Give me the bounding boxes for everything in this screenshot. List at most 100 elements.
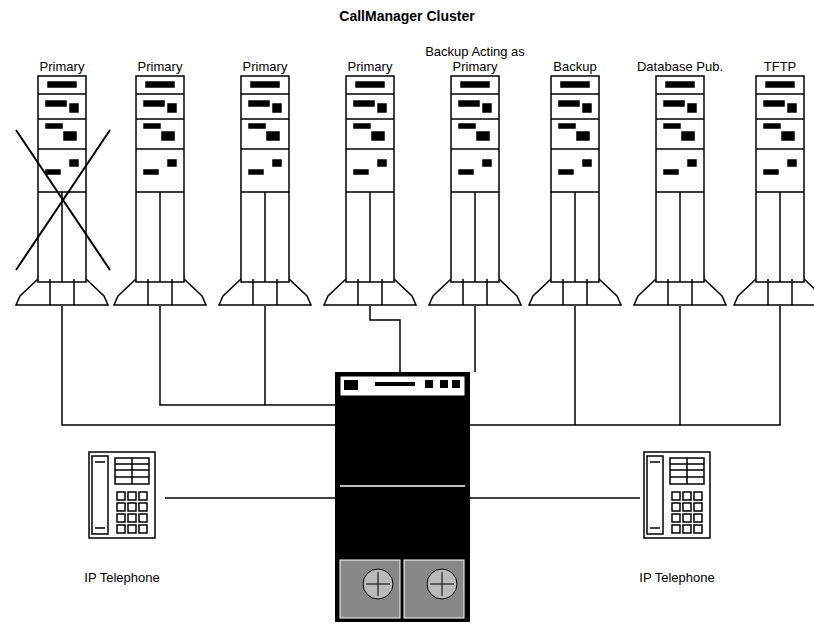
server-detail xyxy=(459,101,479,106)
server-detail xyxy=(461,82,489,87)
phone-display-line xyxy=(670,458,704,484)
switch-led xyxy=(440,380,448,388)
switch-led xyxy=(452,380,460,388)
server-base xyxy=(219,279,311,305)
server-detail xyxy=(459,124,475,128)
server-panel-line xyxy=(756,94,804,305)
server-detail xyxy=(162,132,174,140)
server-detail xyxy=(583,160,591,166)
server-node: TFTP xyxy=(730,30,814,308)
cable xyxy=(370,306,400,372)
phone-handset-line xyxy=(95,462,105,528)
server-detail xyxy=(483,160,491,166)
server-detail xyxy=(559,124,575,128)
switch-port xyxy=(375,382,415,386)
server-panel-line xyxy=(551,94,599,305)
phone-key xyxy=(694,492,702,500)
server-detail xyxy=(46,101,66,106)
server-detail xyxy=(577,132,589,140)
phone-key xyxy=(139,525,147,533)
phone-key xyxy=(694,514,702,522)
server-node: Backup xyxy=(525,30,625,308)
server-detail xyxy=(664,170,678,174)
server-panel-line xyxy=(38,94,86,305)
ip-phone-icon xyxy=(624,450,730,542)
server-detail xyxy=(267,132,279,140)
server-detail xyxy=(144,124,160,128)
catalyst-switch xyxy=(335,372,470,622)
server-label: Primary xyxy=(320,59,420,74)
phone-key xyxy=(128,503,136,511)
server-detail xyxy=(559,170,573,174)
phone-display-line xyxy=(115,458,149,484)
server-detail xyxy=(378,104,386,112)
server-detail xyxy=(483,104,491,112)
server-detail xyxy=(559,101,579,106)
server-detail xyxy=(664,124,680,128)
server-node: Primary xyxy=(215,30,315,308)
phone-key xyxy=(672,514,680,522)
phone-key xyxy=(139,514,147,522)
server-panel-line xyxy=(241,94,289,305)
server-detail xyxy=(251,82,279,87)
switch-panel xyxy=(340,376,465,396)
server-panel-line xyxy=(656,94,704,305)
server-node: Primary xyxy=(320,30,420,308)
server-node: Database Pub. xyxy=(630,30,730,308)
server-base xyxy=(429,279,521,305)
phone-display xyxy=(670,458,704,484)
server-detail xyxy=(688,160,696,166)
phone-key xyxy=(683,492,691,500)
server-detail xyxy=(688,104,696,112)
phone-key xyxy=(683,514,691,522)
phone-handset xyxy=(92,456,108,534)
phone-key xyxy=(128,492,136,500)
server-detail xyxy=(764,101,784,106)
server-detail xyxy=(766,82,794,87)
phone-display xyxy=(115,458,149,484)
server-icon xyxy=(425,74,525,308)
server-icon xyxy=(730,74,814,308)
switch-slot xyxy=(340,485,465,487)
server-detail xyxy=(70,104,78,112)
server-icon xyxy=(630,74,730,308)
server-detail xyxy=(788,160,796,166)
server-panel-line xyxy=(451,94,499,305)
server-detail xyxy=(378,160,386,166)
phone-handset xyxy=(647,456,663,534)
power-supply xyxy=(340,560,400,618)
server-icon xyxy=(12,74,112,308)
server-base xyxy=(634,279,726,305)
phone-key xyxy=(139,492,147,500)
phone-key xyxy=(128,525,136,533)
server-detail xyxy=(782,132,794,140)
server-detail xyxy=(168,104,176,112)
switch-port xyxy=(344,380,358,390)
server-node: Backup Acting as Primary xyxy=(421,30,529,308)
server-label: Backup xyxy=(525,59,625,74)
server-detail xyxy=(477,132,489,140)
server-detail xyxy=(273,104,281,112)
server-node: Primary xyxy=(110,30,210,308)
server-detail xyxy=(561,82,589,87)
phone-body xyxy=(644,452,710,538)
server-icon xyxy=(525,74,625,308)
phone-key xyxy=(683,525,691,533)
server-base xyxy=(114,279,206,305)
phone-key xyxy=(672,503,680,511)
server-detail xyxy=(168,160,176,166)
diagram-title: CallManager Cluster xyxy=(0,8,814,24)
server-label: Database Pub. xyxy=(630,59,730,74)
server-panel-line xyxy=(346,94,394,305)
cable xyxy=(165,497,335,499)
phone-node: IP Telephone xyxy=(622,450,732,585)
server-detail xyxy=(354,101,374,106)
server-base xyxy=(734,279,814,305)
cable xyxy=(470,497,640,499)
server-icon xyxy=(110,74,210,308)
server-detail xyxy=(249,124,265,128)
server-label: TFTP xyxy=(730,59,814,74)
server-detail xyxy=(249,170,263,174)
server-detail xyxy=(354,170,368,174)
